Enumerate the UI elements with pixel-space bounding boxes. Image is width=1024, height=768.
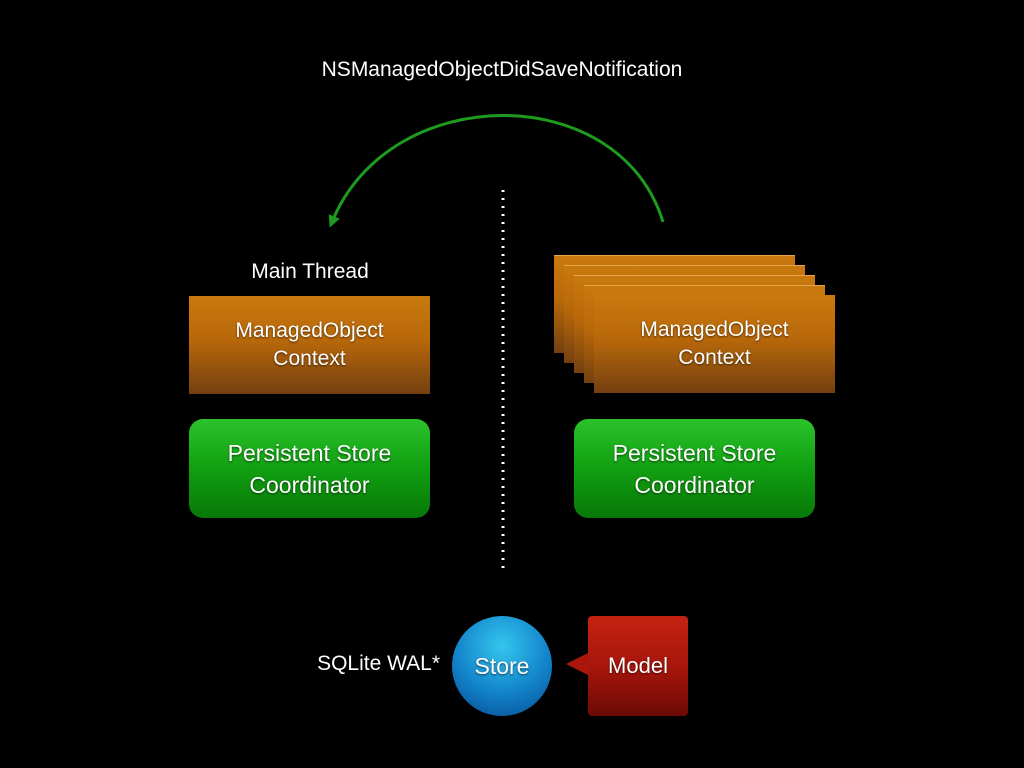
background-managed-object-context: ManagedObject Context <box>594 295 835 393</box>
model-label: Model <box>608 653 668 678</box>
model-pointer <box>566 652 590 676</box>
background-moc-label: ManagedObject Context <box>640 318 789 369</box>
notification-label: NSManagedObjectDidSaveNotification <box>321 58 683 81</box>
store-node: Store <box>452 616 552 716</box>
background-psc-label: Persistent Store Coordinator <box>612 439 777 498</box>
main-moc-label: ManagedObject Context <box>235 319 384 370</box>
sqlite-wal-label: SQLite WAL* <box>317 652 440 675</box>
main-thread-label: Main Thread <box>251 260 369 283</box>
main-psc-label: Persistent Store Coordinator <box>227 439 392 498</box>
notification-arrow <box>328 114 665 228</box>
main-managed-object-context: ManagedObject Context <box>189 296 430 394</box>
store-label: Store <box>474 652 530 679</box>
model-node: Model <box>588 616 688 716</box>
main-persistent-store-coordinator: Persistent Store Coordinator <box>189 419 430 518</box>
background-persistent-store-coordinator: Persistent Store Coordinator <box>574 419 815 518</box>
